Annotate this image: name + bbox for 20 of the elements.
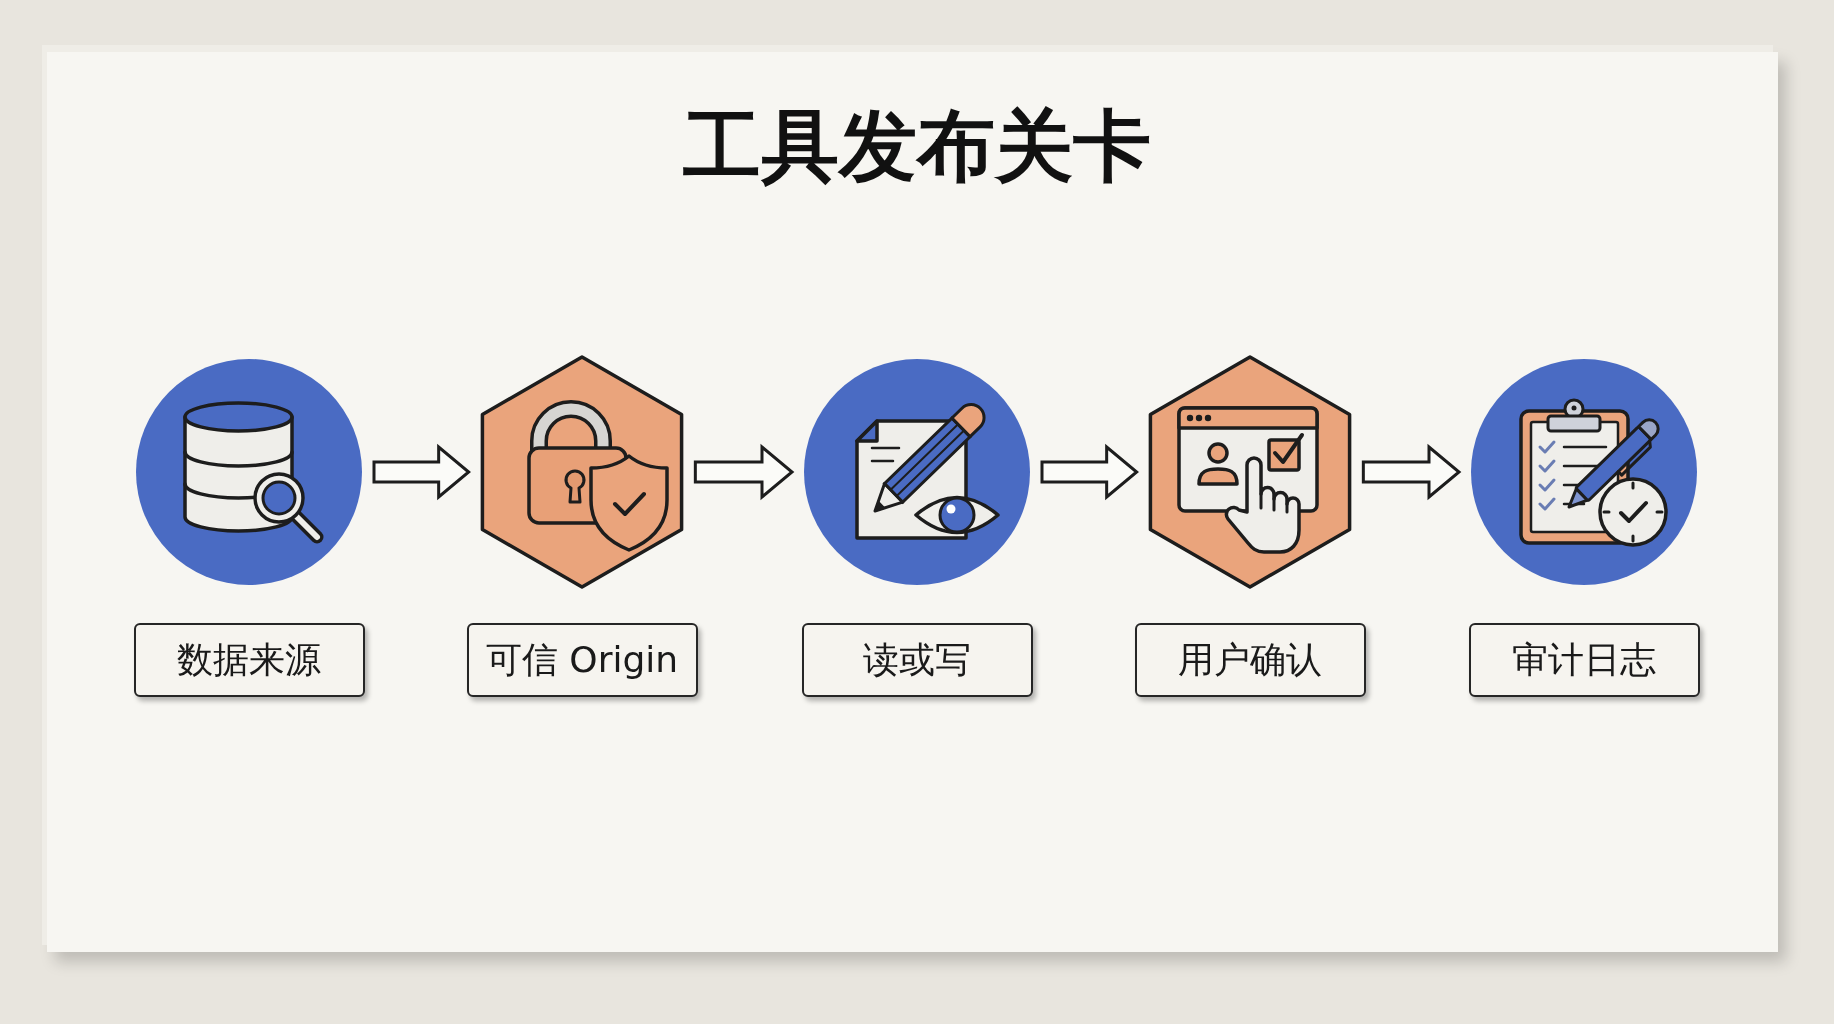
step-label: [466, 623, 698, 697]
step-hexagon: [1147, 354, 1353, 590]
step-label: [1468, 623, 1700, 697]
label-text: 可信 Origin: [485, 638, 679, 682]
step-label: [801, 623, 1033, 697]
step-circle: [1471, 359, 1697, 585]
step-circle: [804, 359, 1030, 585]
step-circle: [136, 359, 362, 585]
step-label: [133, 623, 365, 697]
arrow: [1040, 443, 1139, 501]
label-text: 用户确认: [1178, 638, 1322, 682]
arrow: [1361, 443, 1462, 501]
step-hexagon: [479, 354, 685, 590]
label-text: 数据来源: [177, 638, 321, 682]
step-label: [1134, 623, 1366, 697]
arrow: [693, 443, 795, 501]
label-text: 读或写: [863, 638, 971, 682]
label-text: 审计日志: [1512, 638, 1656, 682]
diagram-title: 工具发布关卡: [683, 104, 1151, 190]
arrow: [372, 443, 471, 501]
